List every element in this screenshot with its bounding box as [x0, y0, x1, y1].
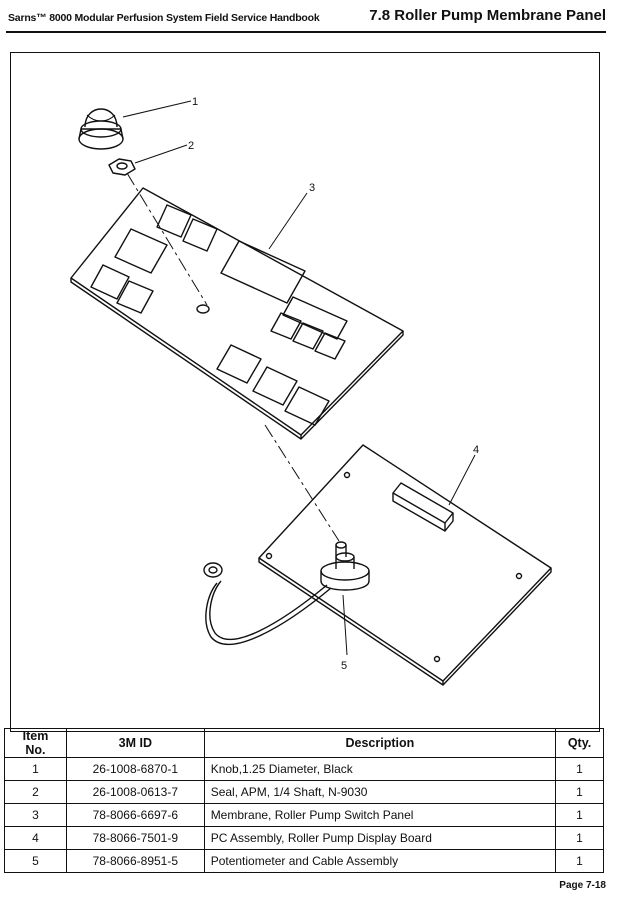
item-number: 1 — [4, 757, 67, 781]
callout-2: 2 — [188, 140, 194, 152]
table-header-row: Item No. 3M ID Description Qty. — [4, 728, 604, 758]
part-id: 78-8066-7501-9 — [65, 826, 205, 850]
col-header-qty: Qty. — [555, 728, 604, 758]
part-qty: 1 — [555, 826, 604, 850]
part-id: 78-8066-6697-6 — [65, 803, 205, 827]
seal-part — [108, 158, 136, 176]
callout-1: 1 — [192, 96, 198, 108]
item-number: 5 — [4, 849, 67, 873]
table-row: 2 26-1008-0613-7 Seal, APM, 1/4 Shaft, N… — [4, 780, 604, 804]
item-number: 2 — [4, 780, 67, 804]
pc-board-part — [258, 444, 552, 686]
table-row: 1 26-1008-6870-1 Knob,1.25 Diameter, Bla… — [4, 757, 604, 781]
part-qty: 1 — [555, 849, 604, 873]
membrane-panel-part — [70, 187, 404, 440]
page-number: Page 7-18 — [559, 880, 606, 891]
part-id: 78-8066-8951-5 — [65, 849, 205, 873]
potentiometer-part — [203, 541, 370, 646]
part-description: Knob,1.25 Diameter, Black — [203, 757, 557, 781]
col-header-description: Description — [203, 728, 557, 758]
col-header-item: Item No. — [4, 728, 67, 758]
page-header: Sarns™ 8000 Modular Perfusion System Fie… — [8, 6, 606, 30]
section-title: 7.8 Roller Pump Membrane Panel — [369, 7, 606, 24]
part-id: 26-1008-6870-1 — [65, 757, 205, 781]
part-description: Membrane, Roller Pump Switch Panel — [203, 803, 557, 827]
part-qty: 1 — [555, 757, 604, 781]
item-number: 3 — [4, 803, 67, 827]
table-row: 4 78-8066-7501-9 PC Assembly, Roller Pum… — [4, 826, 604, 850]
part-id: 26-1008-0613-7 — [65, 780, 205, 804]
exploded-view-figure: 1 2 3 4 5 — [10, 52, 600, 732]
header-divider — [6, 31, 606, 33]
part-qty: 1 — [555, 780, 604, 804]
part-description: Potentiometer and Cable Assembly — [203, 849, 557, 873]
callout-4: 4 — [473, 444, 479, 456]
table-row: 5 78-8066-8951-5 Potentiometer and Cable… — [4, 849, 604, 873]
callout-5: 5 — [341, 660, 347, 672]
knob-part — [78, 108, 124, 150]
item-number: 4 — [4, 826, 67, 850]
parts-table: Item No. 3M ID Description Qty. 1 26-100… — [4, 728, 604, 873]
handbook-title: Sarns™ 8000 Modular Perfusion System Fie… — [8, 12, 320, 24]
exploded-view-drawing: 1 2 3 4 5 — [70, 96, 552, 686]
col-header-id: 3M ID — [65, 728, 205, 758]
part-description: PC Assembly, Roller Pump Display Board — [203, 826, 557, 850]
part-description: Seal, APM, 1/4 Shaft, N-9030 — [203, 780, 557, 804]
table-row: 3 78-8066-6697-6 Membrane, Roller Pump S… — [4, 803, 604, 827]
part-qty: 1 — [555, 803, 604, 827]
callout-3: 3 — [309, 182, 315, 194]
